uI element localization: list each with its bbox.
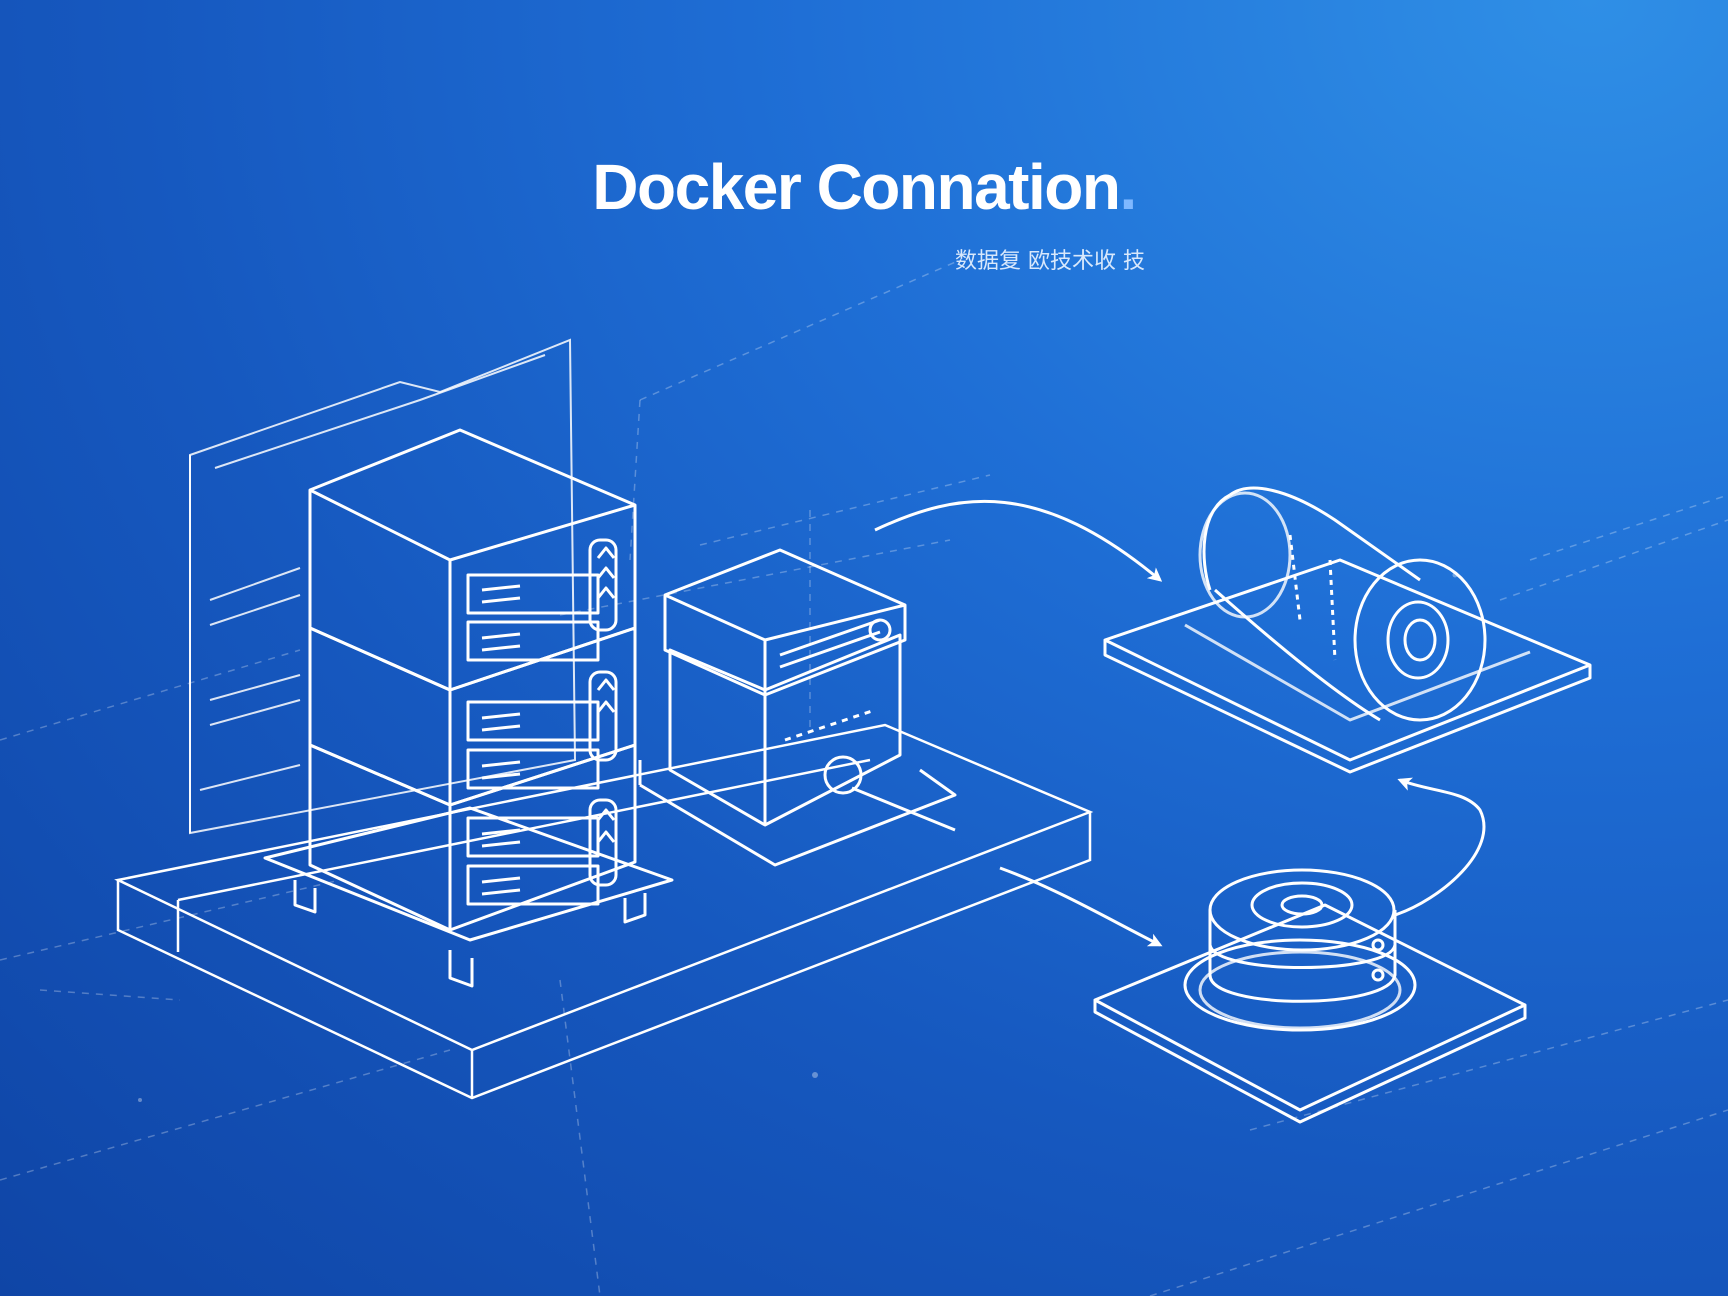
background-particles xyxy=(138,572,1458,1102)
title-text: Docker Connation xyxy=(592,151,1121,223)
base-platform xyxy=(114,723,1094,1100)
server-rack-stack xyxy=(263,428,674,988)
storage-cylinder xyxy=(1103,486,1592,774)
diagram-subtitle: 数据复 欧技术收 技 xyxy=(955,249,1145,274)
arrow-icon xyxy=(1394,777,1486,917)
title-dot: . xyxy=(1119,151,1137,223)
connection-arrows xyxy=(874,499,1486,947)
back-panel xyxy=(189,338,577,835)
diagram-title: Docker Connation. xyxy=(0,150,1728,224)
arrow-icon xyxy=(874,499,1163,582)
disk-drive xyxy=(1093,868,1527,1124)
background-guide-lines xyxy=(0,259,1728,1296)
docker-host-box xyxy=(638,548,957,867)
arrow-icon xyxy=(999,866,1163,947)
